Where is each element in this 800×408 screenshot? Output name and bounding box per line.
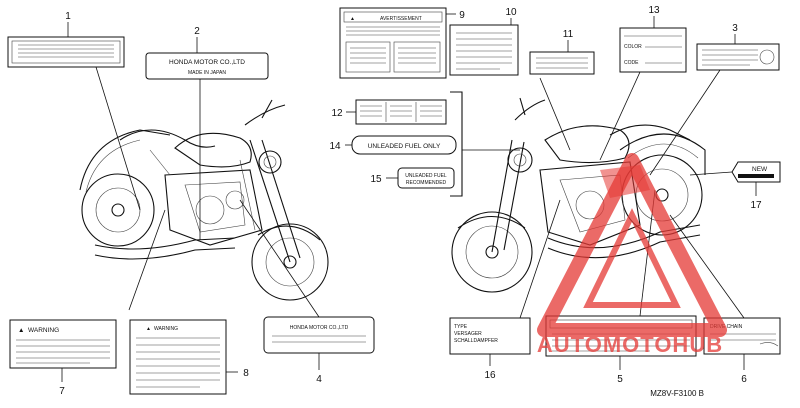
label-4-honda-plate: HONDA MOTOR CO.,LTD — [263, 316, 375, 354]
part-code: MZ8V-F3100 B — [650, 389, 704, 398]
label-3 — [696, 43, 780, 71]
motorcycle-left — [79, 99, 329, 301]
honda-plate4-text: HONDA MOTOR CO.,LTD — [290, 325, 349, 331]
label-12 — [355, 99, 447, 125]
callout-11: 11 — [563, 29, 574, 40]
label-14-unleaded-only: UNLEADED FUEL ONLY — [351, 135, 457, 155]
label-2-honda-plate: HONDA MOTOR CO.,LTD MADE IN JAPAN — [145, 52, 269, 80]
callout-6: 6 — [741, 374, 747, 385]
watermark-triangle-icon — [537, 153, 727, 337]
label-15-unleaded-recommended: UNLEADED FUEL RECOMMENDED — [397, 167, 455, 189]
label-7-warning: ▲ WARNING — [9, 319, 117, 369]
callout-2: 2 — [194, 26, 200, 37]
callout-3: 3 — [732, 23, 738, 34]
type-line1: TYPE — [454, 324, 468, 330]
leader-lines — [61, 13, 757, 382]
honda-plate-line2: MADE IN JAPAN — [188, 70, 226, 76]
type-line2: VERSAGER — [454, 331, 482, 337]
callout-1: 1 — [65, 11, 71, 22]
callout-14: 14 — [329, 141, 341, 152]
callout-10: 10 — [505, 7, 517, 18]
label-10 — [449, 24, 519, 76]
callout-15: 15 — [370, 174, 382, 185]
color-label: COLOR — [624, 44, 642, 50]
label-1 — [7, 36, 125, 68]
chain-icon — [759, 342, 779, 347]
callout-17: 17 — [750, 200, 762, 211]
honda-plate-line1: HONDA MOTOR CO.,LTD — [169, 59, 245, 66]
warning-triangle-icon: ▲ — [350, 16, 355, 22]
callout-16: 16 — [484, 370, 496, 381]
warning7-text: WARNING — [28, 327, 59, 334]
group-bracket — [450, 91, 463, 197]
callout-5: 5 — [617, 374, 623, 385]
label-8-warning: ▲ WARNING — [129, 319, 227, 395]
label-13-color-code: COLOR CODE — [619, 27, 687, 73]
callout-4: 4 — [316, 374, 322, 385]
watermark-inner-triangle-icon — [583, 208, 681, 308]
warning-triangle-icon: ▲ — [146, 326, 151, 332]
new-label-text: NEW — [752, 166, 768, 173]
unleaded-rec-line2: RECOMMENDED — [406, 180, 447, 186]
watermark: AUTOMOTOHUB — [537, 153, 727, 357]
label-11 — [529, 51, 595, 75]
callout-13: 13 — [648, 5, 660, 16]
type-line3: SCHALLDAMPFER — [454, 338, 498, 344]
callout-9: 9 — [459, 10, 465, 21]
unleaded-only-text: UNLEADED FUEL ONLY — [368, 143, 441, 150]
label-16-type: TYPE VERSAGER SCHALLDAMPFER — [449, 317, 531, 355]
label-17-new: NEW — [731, 161, 781, 183]
avertissement-text: AVERTISSEMENT — [380, 16, 422, 22]
round-logo-icon — [759, 49, 775, 65]
warning8-text: WARNING — [154, 326, 178, 332]
callout-numbers: 1 2 3 4 5 6 7 8 9 10 11 12 13 14 15 16 1… — [59, 5, 762, 397]
code-label: CODE — [624, 60, 639, 66]
callout-12: 12 — [331, 108, 343, 119]
watermark-text: AUTOMOTOHUB — [537, 332, 723, 357]
unleaded-rec-line1: UNLEADED FUEL — [405, 173, 447, 179]
callout-8: 8 — [243, 368, 249, 379]
warning-triangle-icon: ▲ — [18, 327, 24, 334]
callout-7: 7 — [59, 386, 65, 397]
label-9-avertissement: AVERTISSEMENT ▲ — [339, 7, 447, 79]
